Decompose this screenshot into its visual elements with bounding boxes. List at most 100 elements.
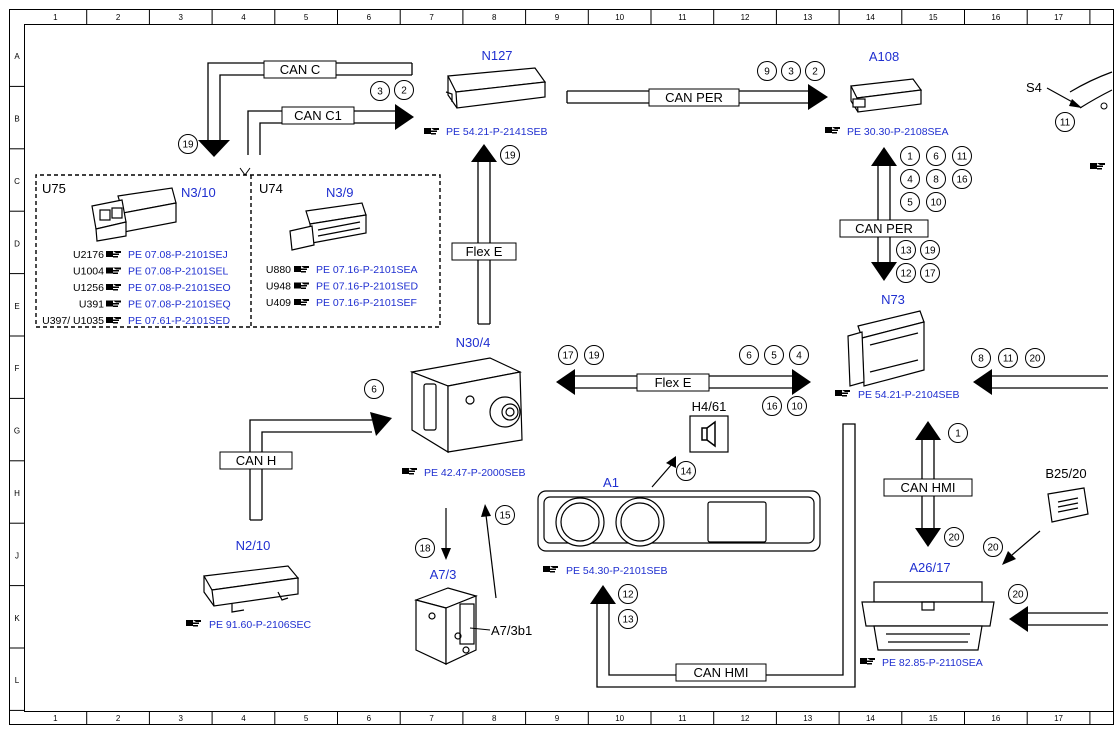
grid-column-label: 11 — [678, 714, 687, 723]
ecu-variant-reference: PE 07.08-P-2101SEL — [128, 266, 229, 278]
n127-ref-hand-icon — [424, 128, 439, 135]
svg-text:5: 5 — [771, 351, 777, 362]
callout-circle: 13 — [896, 240, 916, 260]
svg-text:6: 6 — [746, 351, 752, 362]
svg-text:6: 6 — [933, 152, 939, 163]
n2-10-ref-hand-icon — [186, 620, 201, 627]
can-c1-label: CAN C1 — [294, 108, 342, 123]
grid-column-label: 6 — [367, 714, 372, 723]
grid-row-label: F — [15, 364, 20, 373]
ecu-variant-code: U1256 — [73, 282, 104, 294]
grid-column-label: 14 — [866, 13, 875, 22]
grid-column-label: 10 — [615, 13, 624, 22]
grid-row-label: C — [14, 177, 20, 186]
svg-text:12: 12 — [900, 269, 912, 280]
ecu-variant-code: U880 — [266, 264, 291, 276]
svg-text:20: 20 — [987, 543, 999, 554]
grid-row-label: E — [14, 302, 19, 311]
grid-row-label: B — [14, 115, 19, 124]
a108-ref-hand-icon — [825, 127, 840, 134]
grid-column-label: 1 — [53, 13, 58, 22]
grid-column-label: 16 — [991, 13, 1000, 22]
grid-column-label: 11 — [678, 13, 687, 22]
grid-column-label: 5 — [304, 13, 309, 22]
can-c1-bus: CAN C1 — [247, 104, 414, 155]
n3-10-label: N3/10 — [181, 185, 216, 200]
svg-text:19: 19 — [588, 351, 600, 362]
svg-text:18: 18 — [419, 544, 431, 555]
svg-text:4: 4 — [907, 175, 913, 186]
h4-61-label: H4/61 — [692, 399, 727, 414]
svg-text:1: 1 — [907, 152, 913, 163]
grid-column-label: 10 — [615, 714, 624, 723]
ecu-variant-code: U948 — [266, 281, 291, 293]
can-hmi-vertical-label: CAN HMI — [901, 480, 956, 495]
grid-row-label: J — [15, 551, 19, 560]
svg-text:9: 9 — [764, 67, 770, 78]
grid-column-label: 14 — [866, 714, 875, 723]
grid-column-label: 8 — [492, 714, 497, 723]
callout-circle: 16 — [762, 396, 782, 416]
svg-text:3: 3 — [377, 87, 383, 98]
grid-column-label: 7 — [429, 13, 434, 22]
ecu-variant-reference: PE 07.16-P-2101SEF — [316, 297, 417, 309]
svg-text:10: 10 — [930, 198, 942, 209]
n30-4-ref-hand-icon — [402, 468, 417, 475]
grid-column-label: 13 — [803, 13, 812, 22]
svg-text:6: 6 — [371, 385, 377, 396]
callout-circle: 8 — [971, 348, 991, 368]
s4-switch: S4 11 — [1026, 71, 1113, 170]
n127-label: N127 — [481, 48, 512, 63]
n127-reference: PE 54.21-P-2141SEB — [446, 126, 548, 138]
svg-text:16: 16 — [766, 402, 778, 413]
callout-circle: 13 — [618, 609, 638, 629]
flex-e-horizontal-label: Flex E — [655, 375, 692, 390]
callout-circle: 20 — [1025, 348, 1045, 368]
n73-right-input — [973, 369, 1108, 395]
can-c-label: CAN C — [280, 62, 320, 77]
n3-9-ecu-icon — [289, 202, 367, 251]
grid-column-label: 4 — [241, 714, 246, 723]
n3-9-label: N3/9 — [326, 185, 353, 200]
callout-circle: 17 — [920, 263, 940, 283]
can-c-bus: CAN C — [198, 60, 413, 157]
callout-circle: 1 — [900, 146, 920, 166]
callout-circle: 8 — [926, 169, 946, 189]
svg-text:1: 1 — [955, 429, 961, 440]
grid-column-label: 5 — [304, 714, 309, 723]
grid-column-label: 12 — [741, 714, 750, 723]
svg-text:13: 13 — [622, 615, 634, 626]
reference-hand-icon — [106, 284, 121, 291]
can-h-label: CAN H — [236, 453, 276, 468]
svg-text:2: 2 — [812, 67, 818, 78]
reference-hand-icon — [294, 282, 309, 289]
callout-circle: 2 — [394, 80, 414, 100]
reference-hand-icon — [294, 299, 309, 306]
svg-text:10: 10 — [791, 402, 803, 413]
callout-circle: 6 — [739, 345, 759, 365]
a26-17-ref-hand-icon — [860, 658, 875, 665]
a1-ref-hand-icon — [543, 566, 558, 573]
ecu-variant-code: U2176 — [73, 249, 104, 261]
callout-circle: 5 — [764, 345, 784, 365]
callout-circle: 3 — [370, 81, 390, 101]
grid-column-label: 12 — [741, 13, 750, 22]
b25-20-sensor: B25/20 20 — [983, 466, 1089, 565]
ecu-variant-reference: PE 07.16-P-2101SEA — [316, 264, 418, 276]
grid-row-label: A — [14, 52, 20, 61]
a7-3-actuator: A7/3 A7/3b1 — [414, 567, 532, 665]
s4-label: S4 — [1026, 80, 1042, 95]
a1-label: A1 — [603, 475, 619, 490]
callout-circle: 19 — [920, 240, 940, 260]
n3-10-ecu-icon — [91, 187, 177, 242]
u75-label: U75 — [42, 181, 66, 196]
svg-text:11: 11 — [957, 152, 968, 163]
a108-reference: PE 30.30-P-2108SEA — [847, 126, 949, 138]
a1-instrument-cluster: A1 PE 54.30-P-2101SEB — [537, 475, 821, 577]
